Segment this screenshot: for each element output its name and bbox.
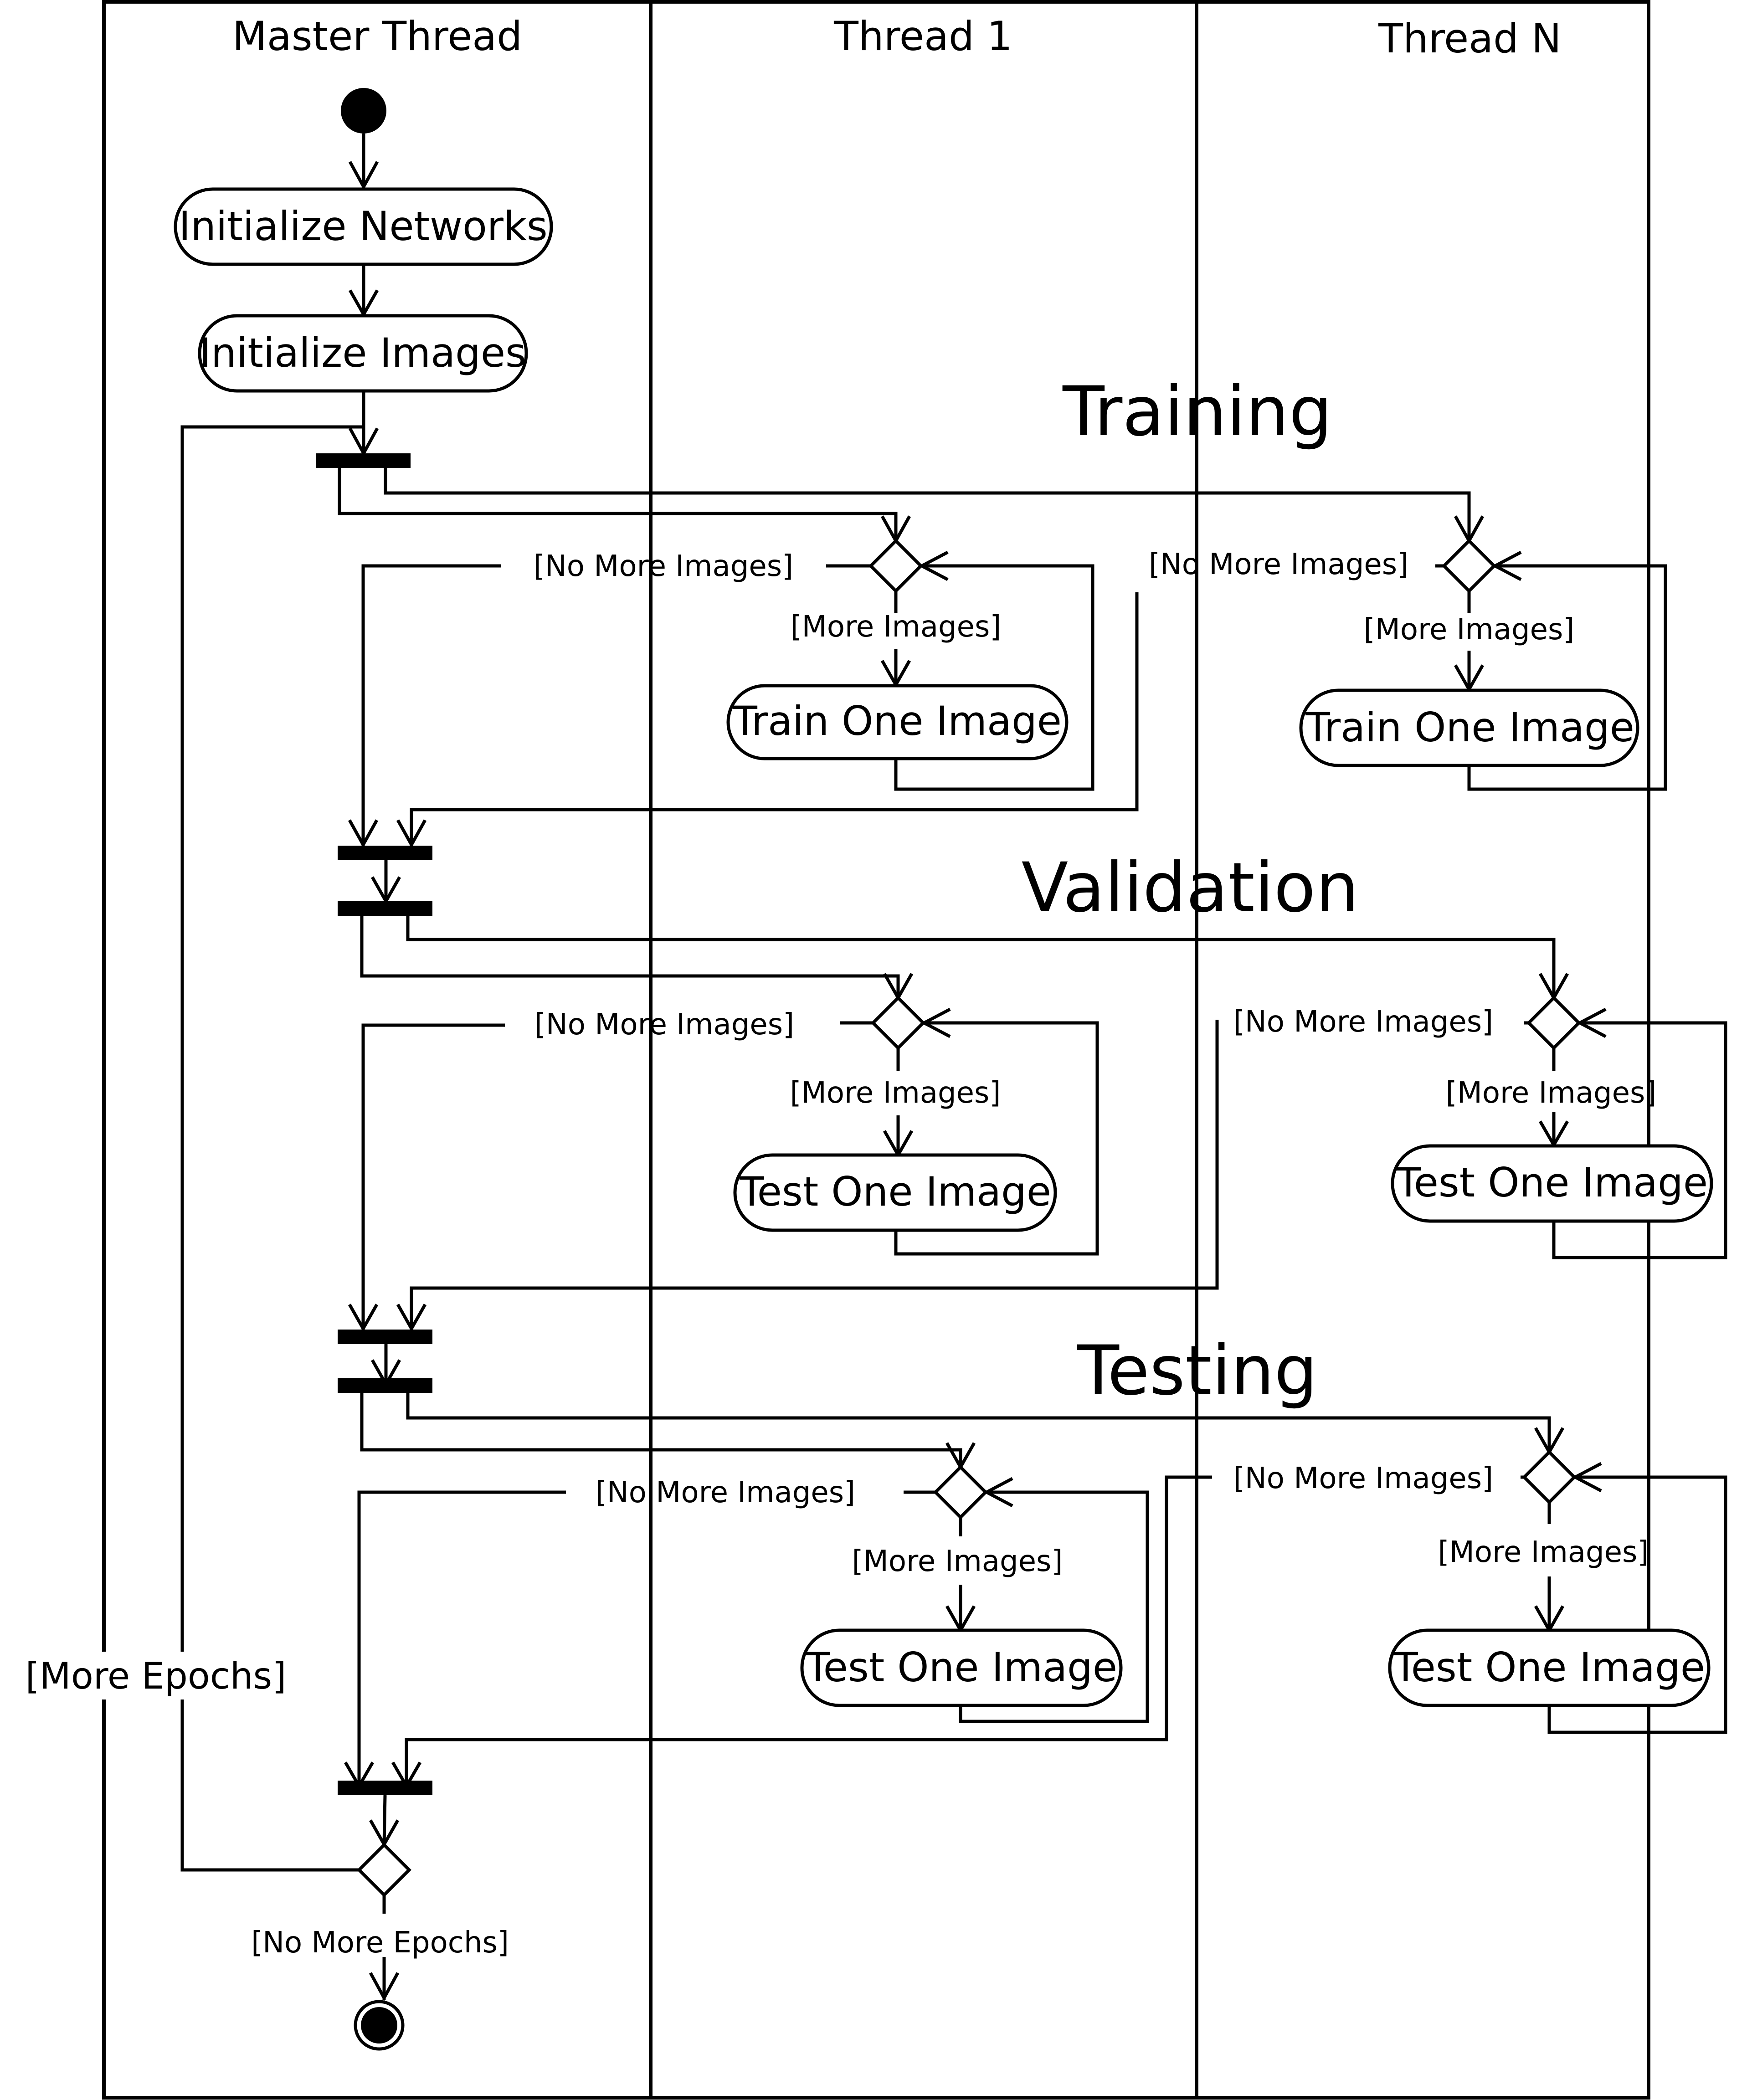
action-label: Test One Image xyxy=(1396,1159,1708,1206)
action-initialize-networks: Initialize Networks xyxy=(174,187,553,266)
action-train-one-image-thread1: Train One Image xyxy=(726,684,1069,760)
action-initialize-images: Initialize Images xyxy=(198,314,528,393)
phase-title-testing: Testing xyxy=(1077,1331,1317,1411)
action-test-one-image-threadn-testing: Test One Image xyxy=(1388,1628,1711,1707)
action-train-one-image-threadn: Train One Image xyxy=(1299,688,1639,767)
flow-images-to-fork xyxy=(348,391,379,457)
flow-threadn-val-loop xyxy=(1552,1007,1727,1259)
final-node xyxy=(354,2000,405,2051)
fork-bar-testing xyxy=(338,1378,432,1393)
join-bar-validation xyxy=(338,1330,432,1344)
lane-title-thread-n: Thread N xyxy=(1378,15,1562,62)
swimlanes xyxy=(102,0,1650,2100)
phase-title-training: Training xyxy=(1062,372,1332,452)
guard-more-images: [More Images] xyxy=(1446,1076,1657,1110)
guard-more-images: [More Images] xyxy=(791,610,1002,644)
action-label: Test One Image xyxy=(1393,1644,1705,1691)
guard-no-more-images: [No More Images] xyxy=(1233,1005,1493,1039)
flow-thread1-val-loop xyxy=(894,1007,1099,1256)
guard-no-more-images: [No More Images] xyxy=(596,1476,855,1510)
guard-more-images: [More Images] xyxy=(790,1076,1001,1110)
flow-fork-to-thread1-testing xyxy=(360,1393,976,1471)
action-label: Train One Image xyxy=(732,698,1062,744)
guard-no-more-epochs: [No More Epochs] xyxy=(251,1926,509,1960)
action-label: Test One Image xyxy=(739,1168,1051,1215)
flow-thread1-test-loop xyxy=(959,1477,1149,1723)
flow-fork-to-thread1-training xyxy=(338,468,911,544)
guard-no-more-images: [No More Images] xyxy=(534,549,793,583)
guard-no-more-images: [No More Images] xyxy=(1233,1462,1493,1495)
flow-fork-to-threadn-training xyxy=(384,468,1485,544)
initial-node xyxy=(341,88,386,133)
guard-more-images: [More Images] xyxy=(1438,1535,1649,1569)
phase-title-validation: Validation xyxy=(1022,848,1359,928)
flow-threadn-val-done xyxy=(396,1020,1529,1332)
decision-threadn-testing xyxy=(1522,1450,1577,1504)
action-test-one-image-thread1-testing: Test One Image xyxy=(800,1628,1123,1707)
flow-start-to-init xyxy=(348,133,379,190)
flow-threadn-train-loop xyxy=(1467,550,1667,791)
action-label: Initialize Images xyxy=(199,329,526,376)
flow-thread1-val-done xyxy=(348,1021,873,1332)
lane-title-thread-1: Thread 1 xyxy=(833,13,1012,60)
flow-threadn-train-done xyxy=(396,564,1444,848)
flow-fork-to-threadn-validation xyxy=(406,916,1569,1001)
flow-join-to-fork-validation xyxy=(370,860,401,905)
fork-bar-validation xyxy=(338,901,432,916)
action-test-one-image-thread1-validation: Test One Image xyxy=(733,1153,1057,1232)
flow-join-to-epoch-decision xyxy=(369,1795,400,1848)
flow-more-epochs-loop xyxy=(180,425,364,1872)
flow-thread1-train-loop xyxy=(894,550,1094,791)
guard-no-more-images: [No More Images] xyxy=(534,1008,794,1042)
flow-join-to-fork-testing xyxy=(370,1344,401,1388)
flow-fork-to-thread1-validation xyxy=(360,916,914,1001)
join-bar-training xyxy=(338,846,432,860)
flow-thread1-train-done xyxy=(348,564,871,848)
flow-no-more-epochs xyxy=(369,1895,400,2002)
join-bar-testing xyxy=(338,1781,432,1795)
decision-thread1-validation xyxy=(871,996,925,1050)
decision-thread1-training xyxy=(868,539,923,593)
fork-bar-training xyxy=(316,453,411,468)
guard-more-images: [More Images] xyxy=(1364,613,1575,647)
diagram-frame xyxy=(102,0,1650,2100)
decision-thread1-testing xyxy=(933,1465,988,1520)
guard-more-images: [More Images] xyxy=(852,1545,1063,1578)
guard-more-epochs: [More Epochs] xyxy=(26,1655,287,1697)
action-label: Test One Image xyxy=(805,1644,1117,1691)
guard-no-more-images: [No More Images] xyxy=(1149,548,1408,581)
action-test-one-image-threadn-validation: Test One Image xyxy=(1391,1144,1713,1223)
lane-title-master: Master Thread xyxy=(232,13,522,60)
decision-threadn-validation xyxy=(1526,996,1581,1050)
flow-networks-to-images xyxy=(348,264,379,318)
decision-epochs xyxy=(357,1843,411,1897)
action-label: Initialize Networks xyxy=(179,203,548,250)
action-label: Train One Image xyxy=(1305,704,1634,751)
flow-fork-to-threadn-testing xyxy=(406,1393,1565,1456)
flow-threadn-test-loop xyxy=(1547,1462,1727,1734)
decision-threadn-training xyxy=(1442,539,1496,593)
